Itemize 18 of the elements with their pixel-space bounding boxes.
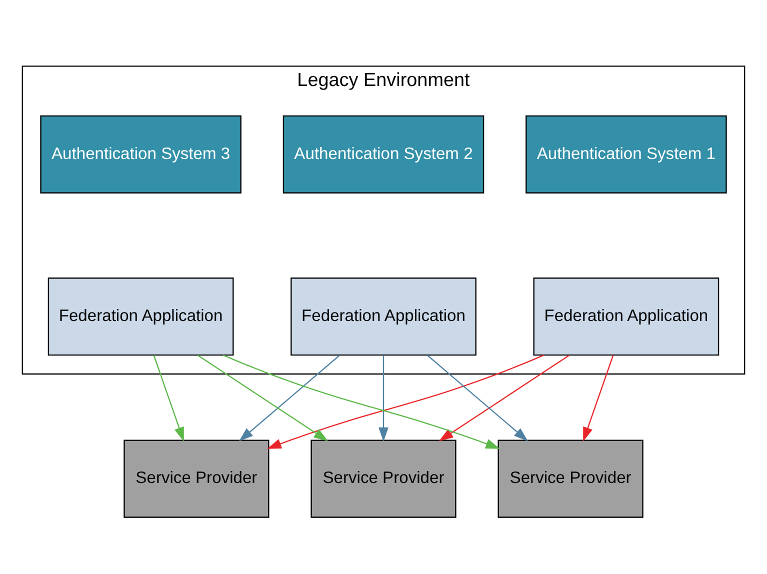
arrow: [223, 354, 500, 449]
arrow: [267, 354, 544, 449]
arrow: [426, 354, 528, 442]
node-box: Service Provider: [310, 440, 456, 518]
arrow: [197, 354, 328, 442]
arrow: [239, 354, 340, 442]
arrow: [378, 355, 388, 442]
node-box: Authentication System 2: [282, 115, 484, 194]
arrow: [153, 355, 184, 442]
node-box: Authentication System 3: [40, 115, 242, 194]
arrow: [583, 355, 614, 442]
node-box: Federation Application: [533, 278, 720, 356]
arrow: [438, 354, 570, 442]
node-box: Federation Application: [290, 278, 476, 356]
node-box: Service Provider: [124, 440, 270, 518]
node-box: Service Provider: [498, 440, 644, 518]
node-box: Authentication System 1: [526, 115, 727, 194]
node-box: Federation Application: [48, 278, 234, 356]
